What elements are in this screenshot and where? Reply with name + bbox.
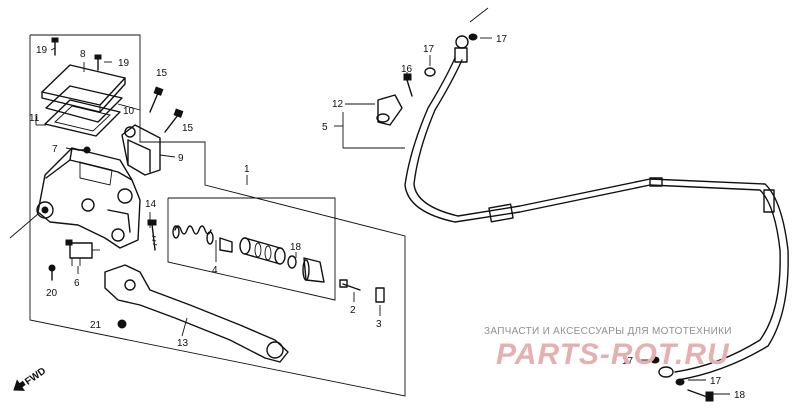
assembly-frame: [29, 34, 406, 397]
fwd-marker: FWD: [13, 366, 48, 391]
piston: [239, 237, 286, 265]
callout-10: 10: [123, 106, 135, 117]
callout-14: 14: [145, 199, 157, 210]
callout-17-bottom-left: 17: [622, 356, 634, 367]
hose-protector: [376, 94, 403, 126]
callout-4: 4: [212, 265, 218, 276]
callout-15-upper: 15: [156, 68, 168, 79]
clutch-lever: [104, 264, 289, 363]
pivot-nut: [339, 279, 361, 291]
callout-17-right: 17: [496, 34, 508, 45]
piston-spring: [172, 225, 214, 245]
master-cylinder-holder: [121, 124, 161, 176]
callout-3: 3: [376, 319, 382, 330]
leader-lines: [35, 37, 730, 395]
pivot-cap: [375, 287, 385, 303]
sealing-washer-top: [424, 67, 436, 77]
fwd-arrow-icon: [13, 379, 26, 391]
piston-cup: [219, 237, 233, 253]
bolt-7: [77, 146, 91, 154]
oil-bolt-lower: [687, 389, 714, 402]
callout-20: 20: [46, 288, 58, 299]
cap-screw-right: [94, 54, 102, 71]
reservoir-cap: [41, 64, 126, 113]
hose-fitting-top: [454, 7, 489, 63]
callout-18-kit: 18: [290, 242, 302, 253]
holder-bolt-upper: [149, 86, 164, 113]
clutch-hose: [404, 57, 789, 381]
callout-8: 8: [80, 49, 86, 60]
snap-ring: [287, 255, 297, 269]
lever-screw: [117, 319, 127, 329]
callout-6: 6: [74, 278, 80, 289]
oil-bolt-upper: [403, 73, 413, 97]
callout-11: 11: [29, 113, 40, 124]
sealing-washer-right: [468, 33, 478, 41]
switch-screw: [48, 264, 56, 281]
piston-kit-frame: [167, 197, 336, 301]
holder-bolt-lower: [164, 108, 184, 133]
hose-fitting-bottom: [650, 356, 685, 386]
diaphragm: [45, 85, 123, 123]
callout-12: 12: [332, 99, 344, 110]
reservoir-gasket: [44, 99, 121, 137]
watermark-logo: PARTS-ROT.RU: [496, 338, 730, 371]
cap-screw-left: [51, 37, 59, 56]
callout-2: 2: [350, 305, 356, 316]
callout-1: 1: [244, 164, 250, 175]
leader-arrow: [9, 213, 39, 239]
callout-17-top: 17: [423, 44, 435, 55]
callout-17-bottom-right: 17: [710, 376, 722, 387]
callout-9: 9: [178, 153, 184, 164]
callout-19-left: 19: [36, 45, 48, 56]
watermark-caption: ЗАПЧАСТИ И АКСЕССУАРЫ ДЛЯ МОТОТЕХНИКИ: [484, 326, 732, 337]
callout-18-bottom: 18: [734, 390, 746, 401]
callout-19-right: 19: [118, 58, 130, 69]
callout-21: 21: [90, 320, 102, 331]
callout-15-lower: 15: [182, 123, 194, 134]
callout-5: 5: [322, 122, 328, 133]
pivot-bolt: [147, 219, 158, 251]
fwd-label: FWD: [23, 366, 48, 388]
callout-13: 13: [177, 338, 189, 349]
master-cylinder-body: [36, 147, 141, 249]
clutch-switch: [65, 239, 100, 266]
callout-7: 7: [52, 144, 58, 155]
piston-boot: [302, 257, 325, 283]
callout-16: 16: [401, 64, 413, 75]
